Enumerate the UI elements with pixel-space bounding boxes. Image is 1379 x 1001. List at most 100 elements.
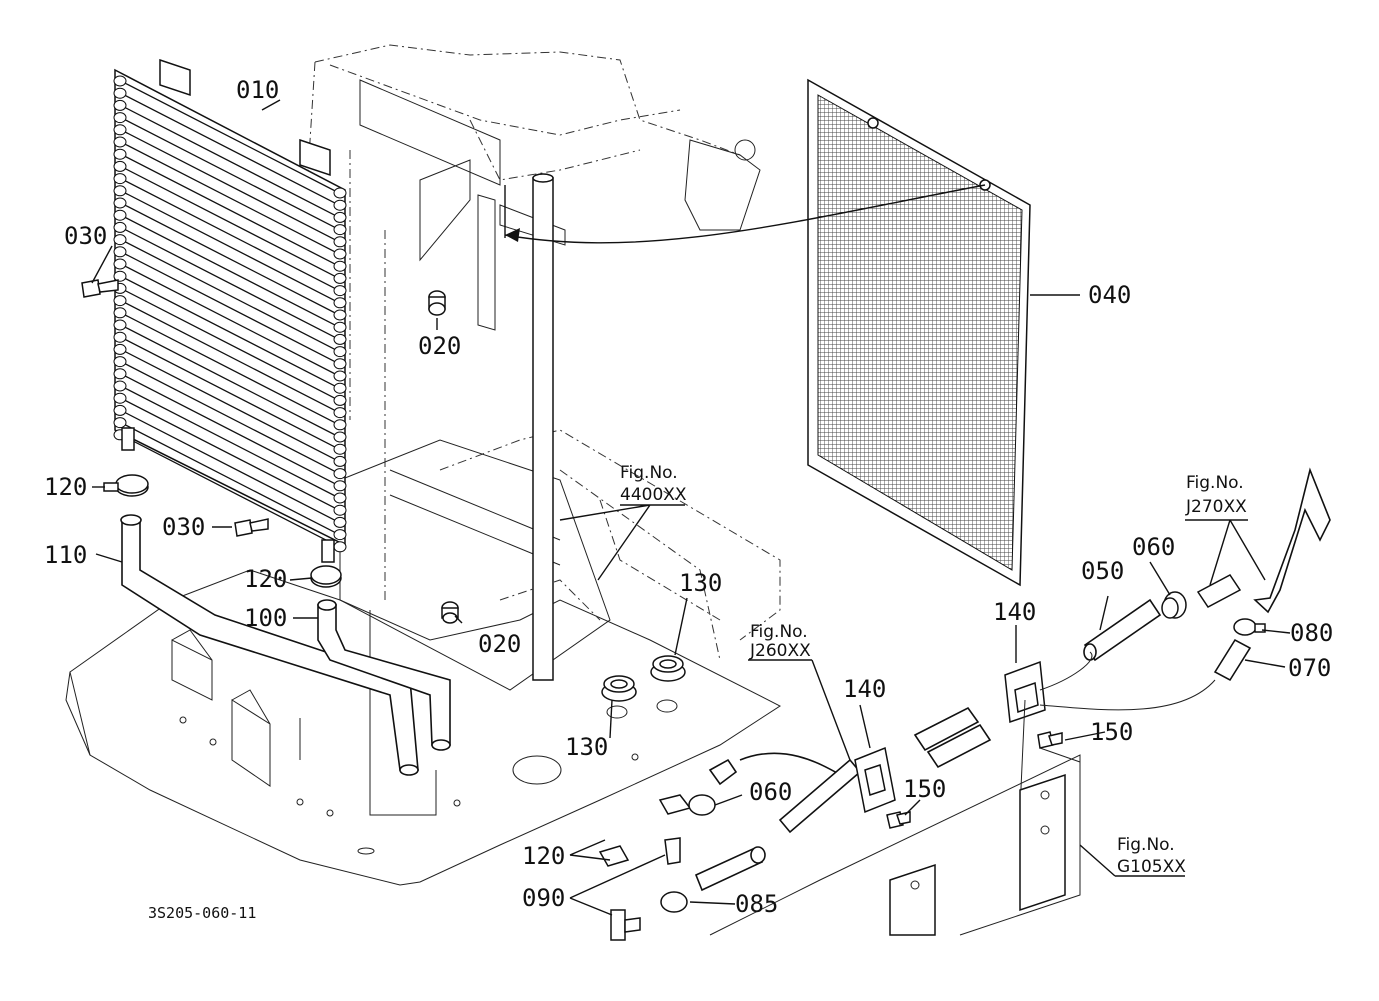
label-060: 060 — [1132, 533, 1175, 561]
bushing — [441, 601, 459, 624]
lower-fittings — [598, 752, 851, 941]
cooler-tube-end — [113, 368, 127, 380]
label-120: 120 — [522, 842, 565, 870]
fig-ref-label: Fig.No. — [750, 622, 808, 642]
bolt — [886, 811, 911, 829]
oil-cooler — [113, 58, 347, 563]
cooler-tube-end — [113, 417, 127, 429]
cooler-tube-end — [113, 197, 127, 209]
cooler-tube-end — [333, 236, 347, 248]
cooler-fin — [114, 248, 346, 368]
cooler-tube-end — [333, 333, 347, 345]
cooler-tube-end — [113, 246, 127, 258]
cooler-tube-end — [333, 492, 347, 504]
cooler-tube-end — [333, 346, 347, 358]
cooler-fin — [114, 345, 346, 465]
cooler-tube-end — [333, 321, 347, 333]
grommet — [601, 675, 637, 702]
label-150: 150 — [1090, 718, 1133, 746]
cooler-fin — [114, 406, 346, 526]
cooler-tube-end — [113, 173, 127, 185]
label-130: 130 — [679, 569, 722, 597]
hose — [1083, 598, 1162, 662]
cooler-tube-end — [113, 331, 127, 343]
cooler-tube-end — [333, 285, 347, 297]
cooler-tube-end — [333, 211, 347, 223]
cooler-fin — [114, 333, 346, 453]
label-090: 090 — [522, 884, 565, 912]
label-060: 060 — [749, 778, 792, 806]
cooler-tube-end — [113, 392, 127, 404]
label-050: 050 — [1081, 557, 1124, 585]
cooler-tube-end — [113, 136, 127, 148]
cooler-tube-end — [333, 504, 347, 516]
cooler-fin — [114, 236, 346, 356]
bolt — [1037, 731, 1063, 749]
label-030: 030 — [64, 222, 107, 250]
cooler-tube-end — [333, 260, 347, 272]
hose-fitting — [1196, 574, 1242, 608]
cooler-fin — [114, 272, 346, 392]
arrow-head — [505, 228, 520, 242]
cooler-tube-end — [333, 309, 347, 321]
cooler-fin — [114, 223, 346, 343]
hose-clamp — [1233, 618, 1266, 636]
cooler-tube-end — [113, 75, 127, 87]
label-110: 110 — [44, 541, 87, 569]
cooler-tube-end — [333, 224, 347, 236]
fig-ref-label: Fig.No. — [1117, 835, 1175, 855]
cooler-tube-end — [113, 185, 127, 197]
cooler-tube-end — [333, 443, 347, 455]
fig-ref-code: G105XX — [1117, 857, 1186, 877]
fig-ref-code: J270XX — [1185, 497, 1247, 517]
cooler-tube-end — [113, 270, 127, 282]
fig-ref-code: J260XX — [749, 641, 811, 661]
cooler-tube-end — [333, 431, 347, 443]
label-010: 010 — [236, 76, 279, 104]
cooler-fin — [114, 101, 346, 221]
cooler-tube-end — [333, 541, 347, 553]
cooler-tube-end — [113, 160, 127, 172]
label-140: 140 — [993, 598, 1036, 626]
mesh-screen — [807, 78, 1031, 587]
cooler-tube-end — [333, 370, 347, 382]
label-070: 070 — [1288, 654, 1331, 682]
cooler-tube-end — [333, 199, 347, 211]
bolt — [234, 518, 269, 537]
cooler-tube-end — [113, 307, 127, 319]
cooler-tube-end — [113, 99, 127, 111]
label-085: 085 — [735, 890, 778, 918]
cooler-fin — [114, 309, 346, 429]
cooler-fin — [114, 114, 346, 234]
cooler-fin — [114, 370, 346, 490]
cooler-fin — [114, 211, 346, 331]
cooler-tube-end — [113, 234, 127, 246]
cooler-tube-end — [113, 209, 127, 221]
cooler-fin — [114, 358, 346, 478]
cooler-tube-end — [333, 248, 347, 260]
machine-frame — [304, 44, 781, 760]
cooler-tube-end — [113, 221, 127, 233]
cooler-tube-end — [113, 148, 127, 160]
label-120: 120 — [44, 473, 87, 501]
cooler-fin — [114, 321, 346, 441]
cooler-tube-end — [333, 419, 347, 431]
cooler-tube-end — [333, 272, 347, 284]
cooler-tube-end — [333, 455, 347, 467]
fig-ref-label: Fig.No. — [620, 463, 678, 483]
cooler-fin — [114, 162, 346, 282]
label-020: 020 — [418, 332, 461, 360]
bushing — [428, 290, 446, 316]
cooler-fin — [114, 382, 346, 502]
fig-ref-label: Fig.No. — [1186, 473, 1244, 493]
cooler-fin — [114, 175, 346, 295]
cooler-tube-end — [113, 319, 127, 331]
cooler-tube-end — [333, 468, 347, 480]
pipe — [1253, 467, 1331, 614]
label-130: 130 — [565, 733, 608, 761]
leader-lines — [91, 99, 1291, 916]
cooler-tube-end — [113, 380, 127, 392]
hose-bracket — [778, 746, 896, 834]
cooler-tube-end — [113, 343, 127, 355]
cooler-fin — [114, 77, 346, 197]
